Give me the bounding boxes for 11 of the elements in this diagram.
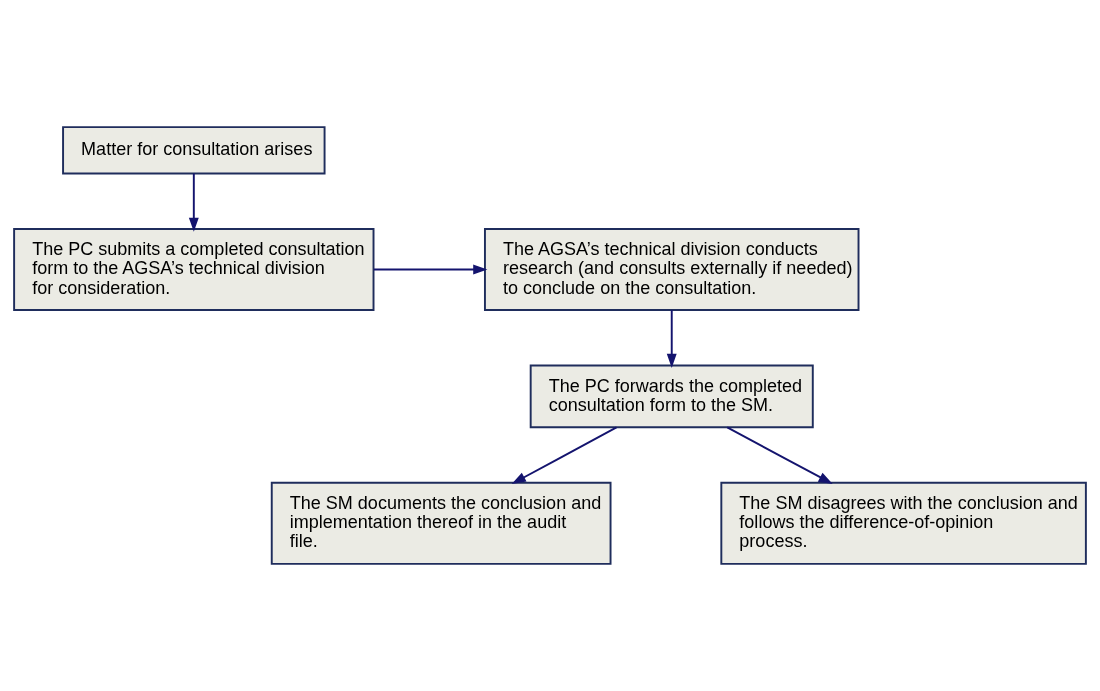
node-box: The PC forwards the completed consultation form to the SM.	[529, 364, 814, 429]
node-box: The AGSA’s technical division conducts research (and consults externally if needed) to conclude on the consultation.	[484, 227, 860, 312]
node-box: Matter for consultation arises	[62, 126, 326, 175]
arrow	[373, 264, 488, 275]
node-box: The PC submits a completed consultation form to the AGSA’s technical division for consideration.	[13, 227, 375, 312]
node-box: The SM disagrees with the conclusion and follows the difference-of-opinion process.	[720, 481, 1087, 565]
arrow	[666, 309, 677, 368]
node-box: The SM documents the conclusion and implementation thereof in the audit file.	[270, 481, 612, 565]
arrow	[188, 172, 199, 232]
arrow	[726, 426, 833, 484]
arrow	[511, 426, 618, 484]
